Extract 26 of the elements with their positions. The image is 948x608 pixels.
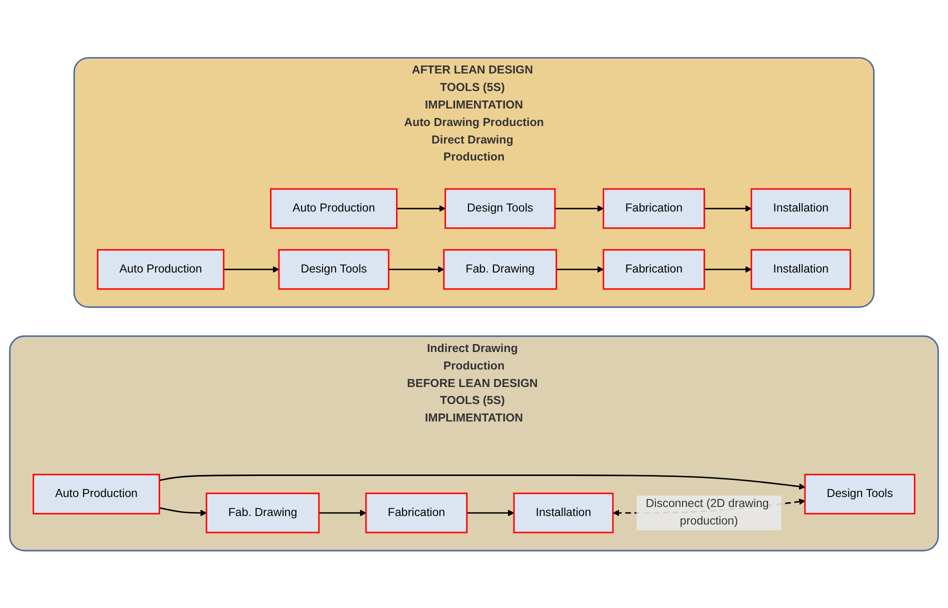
node-box: Fabrication — [602, 188, 706, 229]
arrow — [318, 510, 366, 516]
node-box: Auto Production — [32, 474, 160, 514]
node-box: Installation — [750, 248, 852, 290]
node-box: Design Tools — [444, 188, 556, 229]
arrow — [159, 474, 806, 490]
node-box: Auto Production — [270, 188, 398, 229]
node-box: Fabrication — [365, 492, 468, 533]
node-box: Design Tools — [804, 474, 916, 514]
node-box: Installation — [513, 492, 614, 533]
arrow — [554, 205, 604, 212]
arrow — [224, 266, 280, 272]
node-box: Auto Production — [96, 248, 224, 290]
edge-label: Disconnect (2D drawing production) — [646, 498, 769, 528]
node-box: Fab. Drawing — [443, 248, 558, 290]
arrow — [704, 205, 752, 212]
node-box: Design Tools — [278, 248, 390, 290]
arrow — [556, 266, 604, 272]
arrow — [396, 205, 446, 212]
node-box: Installation — [750, 188, 852, 229]
node-box: Fab. Drawing — [206, 492, 320, 533]
arrow — [159, 506, 207, 516]
arrow — [466, 510, 514, 516]
arrow — [704, 266, 752, 272]
node-box: Fabrication — [602, 248, 706, 290]
arrow — [388, 266, 444, 272]
